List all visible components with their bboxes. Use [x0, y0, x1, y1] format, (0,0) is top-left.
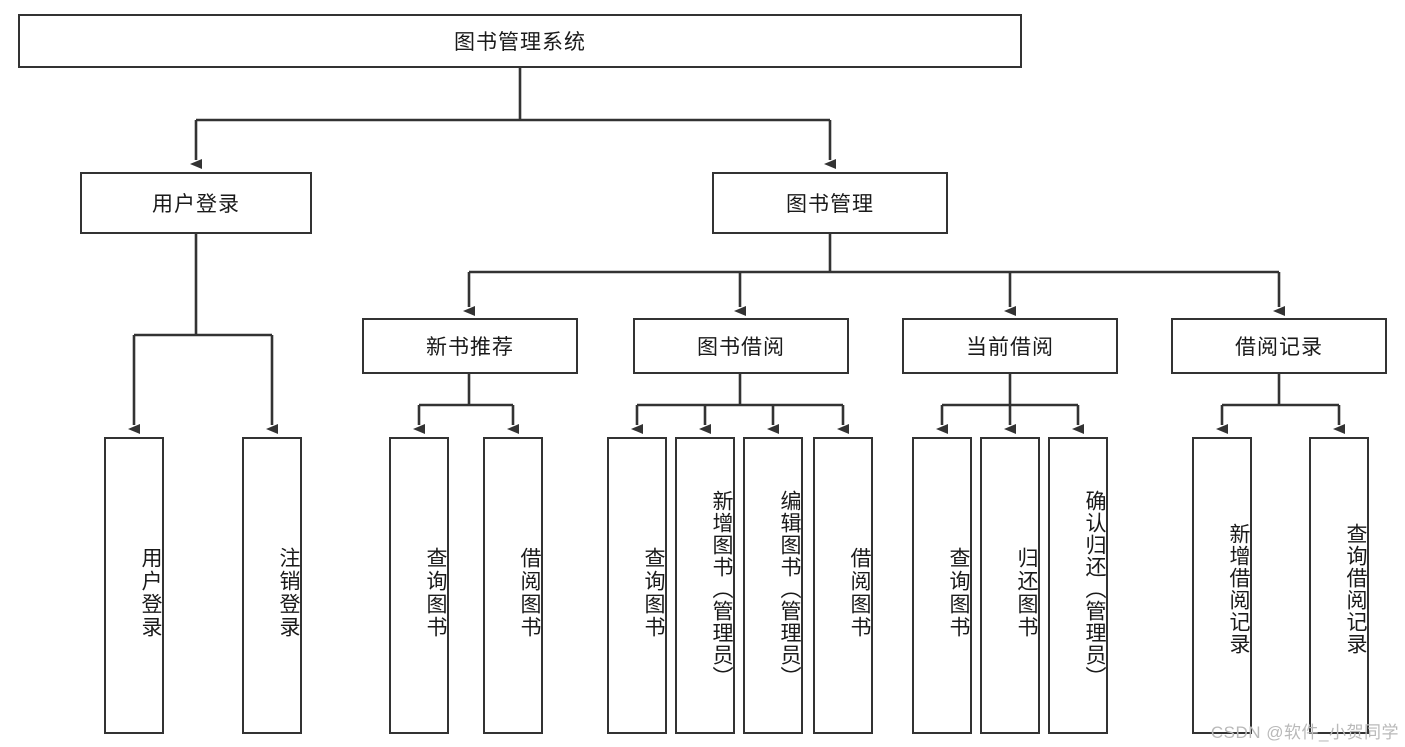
node-label: 图书管理 — [786, 193, 874, 216]
leaf-book-borrow-query[interactable]: 查询图书 — [607, 437, 667, 734]
leaf-user-login-signout[interactable]: 注销登录 — [242, 437, 302, 734]
node-user-login[interactable]: 用户登录 — [80, 172, 312, 234]
leaf-current-borrow-confirm-return[interactable]: 确认归还（管理员） — [1048, 437, 1108, 734]
leaf-borrow-record-query[interactable]: 查询借阅记录 — [1309, 437, 1369, 734]
node-label: 图书管理系统 — [454, 31, 586, 54]
node-label: 注销登录 — [277, 546, 300, 639]
node-label: 借阅记录 — [1235, 336, 1323, 359]
node-label: 用户登录 — [152, 193, 240, 216]
watermark: CSDN @软件_小贺同学 — [1210, 723, 1399, 742]
node-label: 编辑图书（管理员） — [778, 489, 801, 688]
leaf-new-book-borrow[interactable]: 借阅图书 — [483, 437, 543, 734]
node-label: 用户登录 — [139, 546, 162, 639]
node-book-management[interactable]: 图书管理 — [712, 172, 948, 234]
node-label: 查询图书 — [642, 546, 665, 639]
leaf-current-borrow-return[interactable]: 归还图书 — [980, 437, 1040, 734]
leaf-book-borrow-edit[interactable]: 编辑图书（管理员） — [743, 437, 803, 734]
leaf-new-book-query[interactable]: 查询图书 — [389, 437, 449, 734]
node-label: 新增借阅记录 — [1227, 522, 1250, 655]
node-label: 确认归还（管理员） — [1083, 489, 1106, 688]
node-label: 查询借阅记录 — [1344, 522, 1367, 655]
node-borrow-record[interactable]: 借阅记录 — [1171, 318, 1387, 374]
node-label: 借阅图书 — [518, 546, 541, 639]
node-label: 新增图书（管理员） — [710, 489, 733, 688]
node-new-book-recommend[interactable]: 新书推荐 — [362, 318, 578, 374]
node-current-borrow[interactable]: 当前借阅 — [902, 318, 1118, 374]
node-label: 图书借阅 — [697, 336, 785, 359]
node-root-system[interactable]: 图书管理系统 — [18, 14, 1022, 68]
node-book-borrow[interactable]: 图书借阅 — [633, 318, 849, 374]
node-label: 归还图书 — [1015, 546, 1038, 639]
leaf-book-borrow-add[interactable]: 新增图书（管理员） — [675, 437, 735, 734]
node-label: 查询图书 — [424, 546, 447, 639]
node-label: 借阅图书 — [848, 546, 871, 639]
leaf-current-borrow-query[interactable]: 查询图书 — [912, 437, 972, 734]
leaf-user-login-signin[interactable]: 用户登录 — [104, 437, 164, 734]
node-label: 查询图书 — [947, 546, 970, 639]
leaf-borrow-record-add[interactable]: 新增借阅记录 — [1192, 437, 1252, 734]
node-label: 当前借阅 — [966, 336, 1054, 359]
leaf-book-borrow-borrow[interactable]: 借阅图书 — [813, 437, 873, 734]
node-label: 新书推荐 — [426, 336, 514, 359]
